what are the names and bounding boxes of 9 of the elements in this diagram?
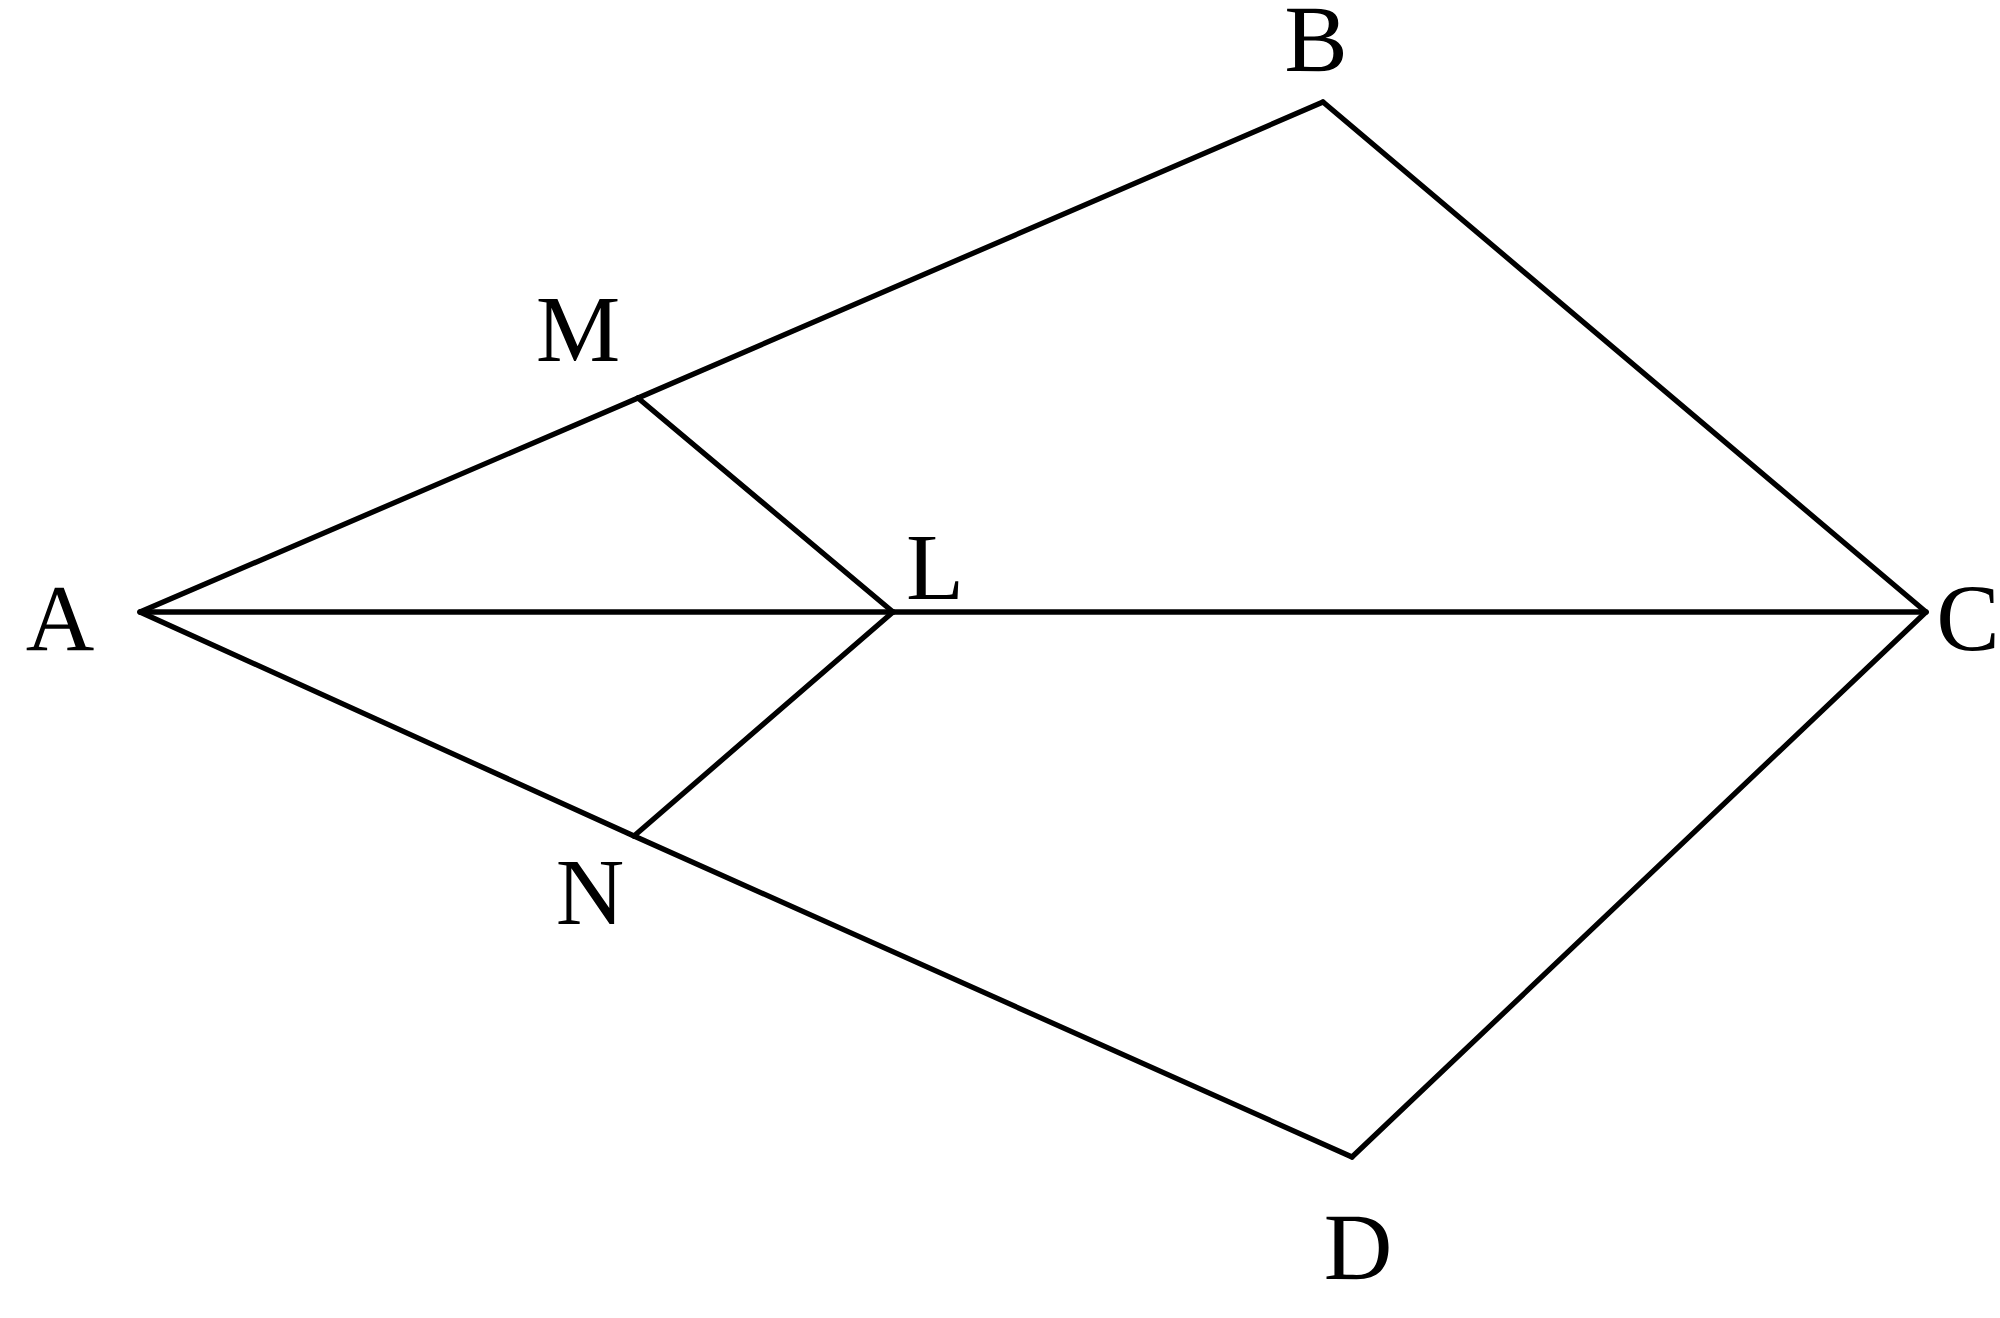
point-label: D (1326, 1216, 1389, 1280)
point-label: A (26, 587, 94, 651)
line-segment (631, 609, 896, 839)
point-label: L (908, 536, 959, 600)
point-label: B (1287, 8, 1343, 72)
line-segment (635, 395, 896, 615)
point-label: C (1940, 587, 1995, 651)
point-label: N (558, 861, 623, 925)
point-label: M (538, 298, 618, 362)
